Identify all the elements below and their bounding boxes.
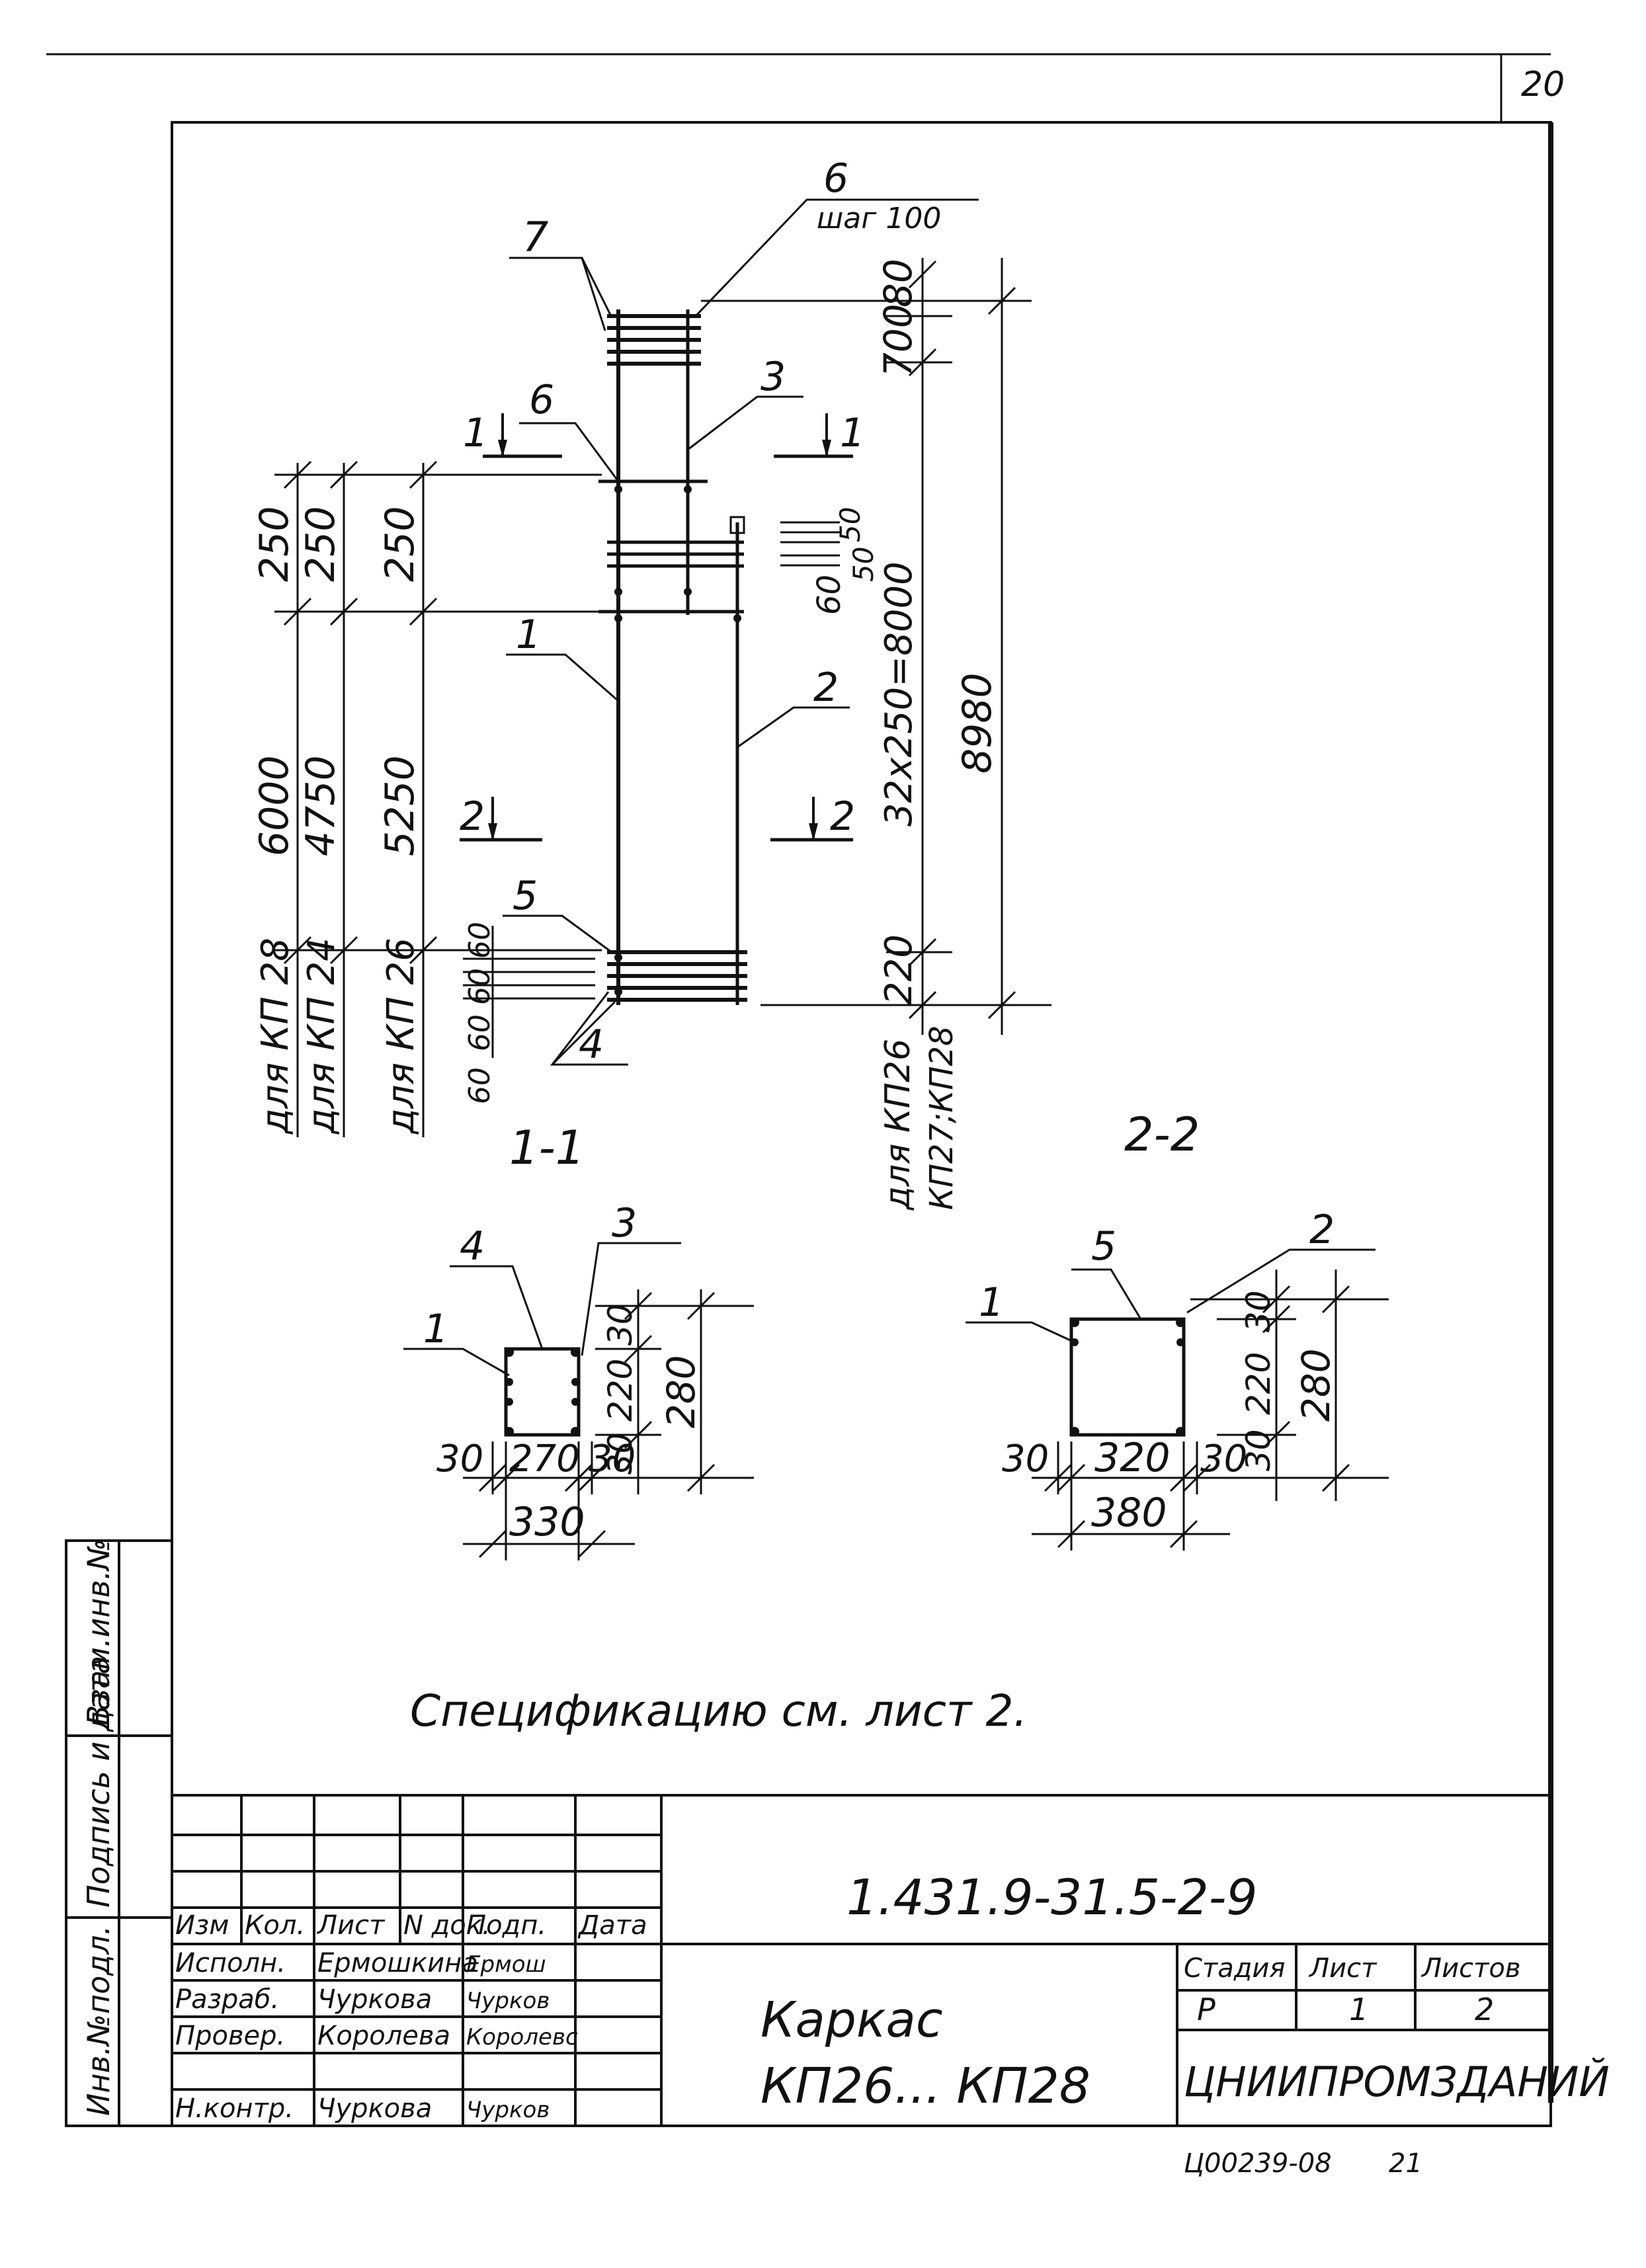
sheets-label: Листов	[1420, 1953, 1520, 1984]
row-sign-0: Ермош	[466, 1951, 546, 1978]
s22-dim-220: 220	[1239, 1352, 1278, 1415]
section-2-2-title: 2-2	[1124, 1108, 1200, 1162]
stamp-inv-podl: Инв.№подл.	[81, 1925, 116, 2116]
s11-dim-330: 330	[509, 1499, 585, 1545]
sheet-label: Лист	[1308, 1953, 1378, 1984]
row-sign-4: Чурков	[466, 2097, 550, 2123]
dim-4750: 4750	[298, 755, 344, 856]
label-kp28: для КП 28	[254, 938, 297, 1135]
s22-dim-30-left: 30	[1002, 1438, 1049, 1480]
section-mark-1-left: 1	[463, 410, 488, 456]
hdr-list: Лист	[316, 1910, 386, 1941]
row-sign-2: Королевс	[466, 2024, 578, 2050]
section-1-1: 1-1 4 3 1	[403, 1121, 754, 1560]
bottom-note: Ц00239-08	[1184, 2148, 1332, 2179]
dim-60: 60	[463, 1067, 497, 1104]
s11-mark-3: 3	[612, 1200, 637, 1246]
sheet-value: 1	[1349, 1992, 1368, 2027]
row-name-0: Ермошкина	[317, 1948, 478, 1978]
dim-6000: 6000	[251, 755, 298, 856]
s11-dim-30-right: 30	[589, 1438, 636, 1480]
label-kp27-kp28: КП27;КП28	[923, 1026, 960, 1210]
s22-mark-1: 1	[979, 1279, 1004, 1326]
row-name-1: Чуркова	[317, 1984, 432, 2015]
row-role-4: Н.контр.	[175, 2093, 294, 2124]
s22-dim-280: 280	[1294, 1348, 1338, 1422]
dim-250-b: 250	[298, 506, 344, 582]
section-mark-2-left: 2	[460, 793, 485, 840]
s22-dim-30-top: 30	[1239, 1290, 1278, 1332]
sheets-value: 2	[1475, 1992, 1494, 2027]
mark-6: 6	[529, 377, 554, 423]
org-name: ЦНИИПРОМЗДАНИЙ	[1184, 2057, 1610, 2106]
dim-60-right: 60	[811, 575, 848, 615]
row-name-2: Королева	[317, 2021, 450, 2051]
s11-dim-30-top: 30	[601, 1303, 639, 1346]
title-block: 1.431.9-31.5-2-9 Изм Кол. Лист N док. По…	[172, 1795, 1610, 2126]
row-role-0: Исполн.	[175, 1948, 286, 1978]
mark-1: 1	[516, 612, 541, 658]
hdr-izm: Изм	[175, 1910, 229, 1941]
s11-dim-270: 270	[509, 1438, 580, 1480]
mark-7: 7	[522, 213, 548, 261]
spec-note: Спецификацию см. лист 2.	[410, 1685, 1027, 1736]
label-kp24: для КП 24	[300, 938, 343, 1135]
title-line-1: Каркас	[761, 1992, 943, 2048]
section-mark-2-right: 2	[830, 793, 855, 840]
mark-4: 4	[579, 1022, 604, 1068]
hdr-data: Дата	[577, 1910, 647, 1941]
dim-50-b: 50	[847, 547, 880, 582]
s11-dim-220: 220	[601, 1359, 639, 1422]
section-mark-1-right: 1	[840, 410, 865, 456]
dim-250-a: 250	[251, 506, 298, 582]
row-sign-1: Чурков	[466, 1988, 550, 2014]
dim-50-a: 50	[834, 507, 866, 542]
s22-dim-30-right: 30	[1200, 1438, 1247, 1480]
hdr-podp: Подп.	[466, 1910, 546, 1941]
dim-220: 220	[878, 934, 921, 1005]
bottom-number: 21	[1389, 2148, 1422, 2179]
row-role-1: Разраб.	[175, 1984, 279, 2015]
side-stamp: Инв.№подл. Подпись и дата Взам.инв.№	[66, 1539, 172, 2126]
s22-mark-2: 2	[1309, 1207, 1335, 1253]
mark-2: 2	[813, 665, 839, 711]
row-name-4: Чуркова	[317, 2093, 432, 2124]
s11-dim-30-left: 30	[436, 1438, 483, 1480]
dim-32x250: 32х250=8000	[878, 561, 921, 827]
stage-label: Стадия	[1184, 1953, 1285, 1984]
s22-dim-380: 380	[1091, 1490, 1167, 1536]
step-label: шаг 100	[817, 202, 941, 235]
right-dimensions: 80 700 50 50 60 32х250=8000 8980 220 для…	[701, 258, 1051, 1211]
section-2-2: 2-2 5 2 1	[966, 1108, 1389, 1551]
dim-250-c: 250	[377, 506, 423, 582]
mark-5: 5	[513, 873, 538, 919]
title-line-2: КП26... КП28	[761, 2058, 1090, 2115]
row-role-2: Провер.	[175, 2021, 285, 2051]
hdr-kol: Кол.	[245, 1910, 305, 1941]
s11-dim-280: 280	[659, 1355, 704, 1428]
dim-8980: 8980	[954, 672, 1001, 774]
s11-mark-1: 1	[423, 1306, 448, 1352]
dim-60-60-60: 60 60 60	[463, 922, 497, 1051]
stamp-vzam-inv: Взам.инв.№	[81, 1539, 116, 1726]
stage-value: Р	[1197, 1992, 1215, 2027]
section-1-1-title: 1-1	[509, 1121, 585, 1175]
s22-dim-320: 320	[1094, 1435, 1171, 1481]
label-kp26-right: для КП26	[878, 1039, 918, 1211]
dim-5250: 5250	[377, 755, 423, 856]
doc-code: 1.431.9-31.5-2-9	[846, 1869, 1257, 1926]
left-dimensions: 250 250 250 6000 4750 5250 для КП 28 для…	[251, 462, 602, 1137]
s11-mark-4: 4	[460, 1223, 485, 1270]
s22-mark-5: 5	[1091, 1223, 1116, 1270]
dim-700: 700	[876, 304, 921, 377]
mark-6-top: 6	[823, 155, 848, 202]
dim-80: 80	[876, 259, 921, 307]
mark-3: 3	[761, 354, 786, 400]
label-kp26: для КП 26	[380, 938, 423, 1135]
sheet-number: 20	[1521, 65, 1565, 104]
